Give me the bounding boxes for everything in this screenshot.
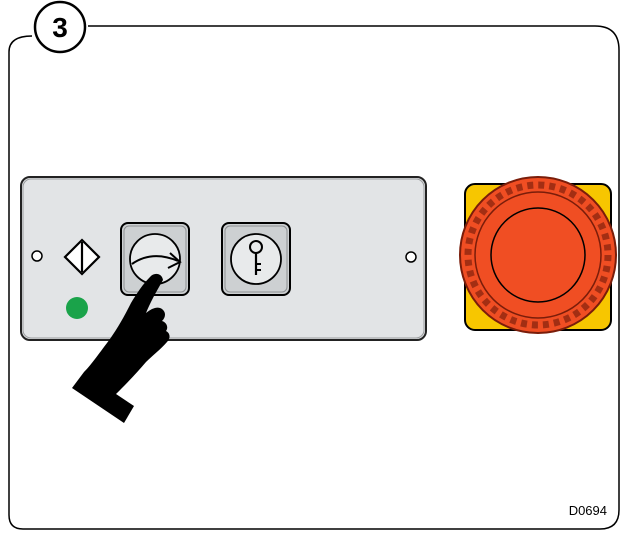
control-panel <box>21 177 426 340</box>
step-number: 3 <box>52 12 68 43</box>
panel-screw-left <box>32 251 42 261</box>
key-switch-button[interactable] <box>222 223 290 295</box>
status-led <box>66 297 88 319</box>
step-badge: 3 <box>35 2 85 52</box>
emergency-stop-cap <box>491 208 585 302</box>
emergency-stop-button[interactable] <box>460 177 616 333</box>
panel-screw-right <box>406 252 416 262</box>
figure-code: D0694 <box>569 503 607 518</box>
